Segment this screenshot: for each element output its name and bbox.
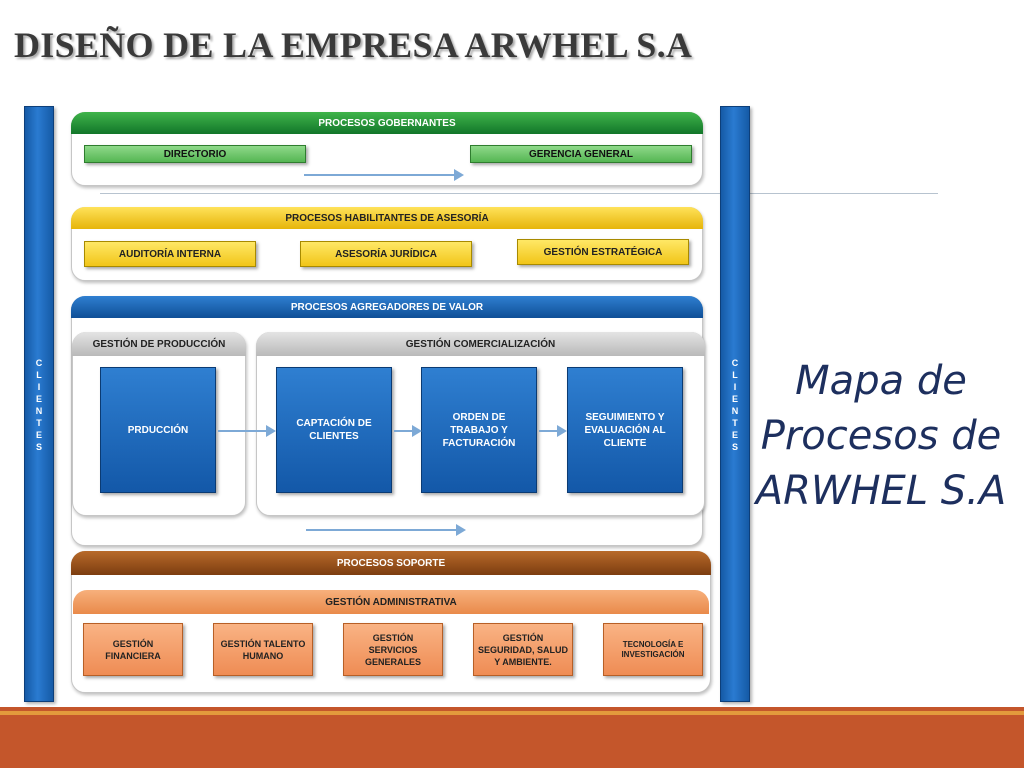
arrow-head-agregadores xyxy=(456,524,466,536)
footer-band xyxy=(0,707,1024,768)
clients-label-left: CLIENTES xyxy=(34,358,44,454)
box-gestion-servicios-generales: GESTIÓN SERVICIOS GENERALES xyxy=(343,623,443,676)
arrow-head-produccion-captacion xyxy=(266,425,276,437)
header-comercializacion: GESTIÓN COMERCIALIZACIÓN xyxy=(256,332,705,356)
arrow-orden-seguimiento xyxy=(539,430,557,432)
box-asesoria-juridica: ASESORÍA JURÍDICA xyxy=(300,241,472,267)
header-habilitantes: PROCESOS HABILITANTES DE ASESORÍA xyxy=(71,207,703,229)
arrow-produccion-captacion xyxy=(218,430,266,432)
arrow-gobernantes xyxy=(304,174,454,176)
header-soporte: PROCESOS SOPORTE xyxy=(71,551,711,575)
side-title: Mapa de Procesos de ARWHEL S.A xyxy=(755,358,1007,514)
box-directorio: DIRECTORIO xyxy=(84,145,306,163)
clients-bar-right: CLIENTES xyxy=(720,106,750,702)
box-gestion-talento-humano: GESTIÓN TALENTO HUMANO xyxy=(213,623,313,676)
box-seguimiento-evaluacion: SEGUIMIENTO Y EVALUACIÓN AL CLIENTE xyxy=(567,367,683,493)
header-gestion-administrativa: GESTIÓN ADMINISTRATIVA xyxy=(73,590,709,614)
box-gerencia-general: GERENCIA GENERAL xyxy=(470,145,692,163)
box-captacion-clientes: CAPTACIÓN DE CLIENTES xyxy=(276,367,392,493)
box-orden-trabajo: ORDEN DE TRABAJO Y FACTURACIÓN xyxy=(421,367,537,493)
clients-label-right: CLIENTES xyxy=(730,358,740,454)
arrow-captacion-orden xyxy=(394,430,412,432)
arrow-head-gobernantes xyxy=(454,169,464,181)
page-title: DISEÑO DE LA EMPRESA ARWHEL S.A xyxy=(14,25,693,65)
header-agregadores: PROCESOS AGREGADORES DE VALOR xyxy=(71,296,703,318)
box-gestion-seguridad: GESTIÓN SEGURIDAD, SALUD Y AMBIENTE. xyxy=(473,623,573,676)
box-gestion-estrategica: GESTIÓN ESTRATÉGICA xyxy=(517,239,689,265)
arrow-head-captacion-orden xyxy=(412,425,422,437)
box-auditoria-interna: AUDITORÍA INTERNA xyxy=(84,241,256,267)
arrow-agregadores xyxy=(306,529,456,531)
box-gestion-financiera: GESTIÓN FINANCIERA xyxy=(83,623,183,676)
arrow-head-orden-seguimiento xyxy=(557,425,567,437)
divider-line xyxy=(100,193,938,194)
header-gobernantes: PROCESOS GOBERNANTES xyxy=(71,112,703,134)
box-tecnologia-investigacion: TECNOLOGÍA E INVESTIGACIÓN xyxy=(603,623,703,676)
header-produccion: GESTIÓN DE PRODUCCIÓN xyxy=(72,332,246,356)
footer-accent-line xyxy=(0,711,1024,715)
box-produccion: PRDUCCIÓN xyxy=(100,367,216,493)
clients-bar-left: CLIENTES xyxy=(24,106,54,702)
